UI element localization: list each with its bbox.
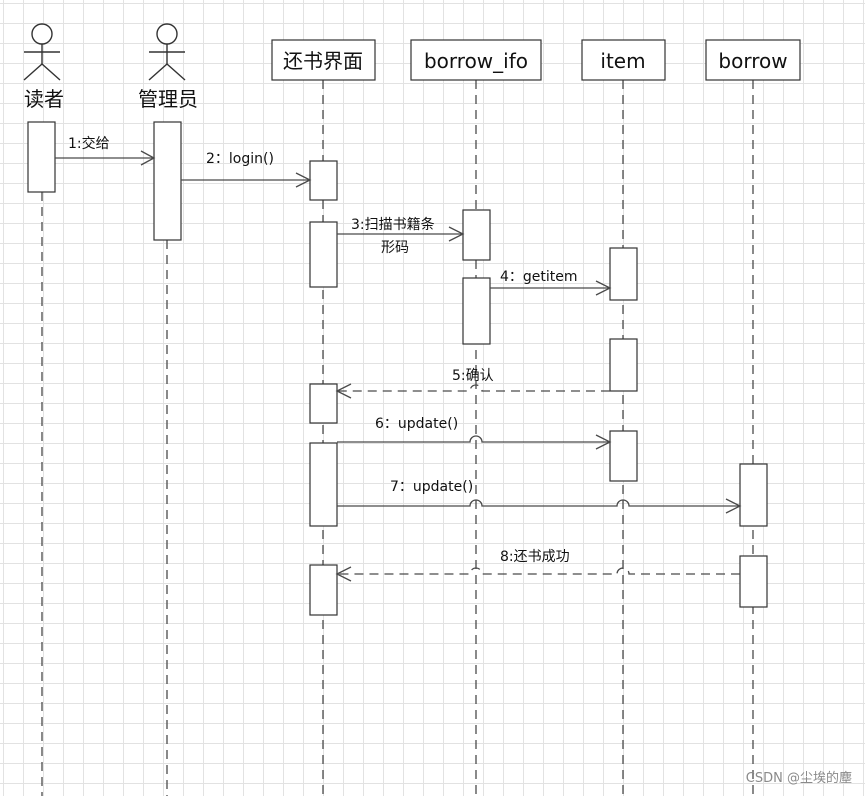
object-label-return-ui: 还书界面	[283, 49, 363, 73]
activation-bar	[309, 442, 338, 527]
message-label-5: 5:确认	[452, 368, 494, 384]
message-label-3b: 形码	[381, 240, 409, 256]
arrowhead-icon	[725, 498, 742, 514]
actor-head-icon	[31, 23, 53, 45]
object-label-borrow: borrow	[718, 49, 787, 73]
actor-reader[interactable]	[23, 23, 61, 81]
actor-label-admin: 管理员	[138, 87, 198, 111]
activation-bar	[153, 121, 182, 241]
message-label-2: 2：login()	[206, 151, 274, 167]
activation-bar	[309, 160, 338, 201]
object-label-borrow-info: borrow_ifo	[424, 49, 528, 73]
message-3[interactable]	[337, 226, 465, 242]
object-return-ui[interactable]: 还书界面	[271, 39, 376, 81]
message-label-6: 6：update()	[375, 416, 458, 432]
activation-bar	[309, 221, 338, 288]
activation-bar	[309, 564, 338, 616]
message-label-8: 8:还书成功	[500, 549, 570, 565]
message-6[interactable]	[337, 434, 612, 450]
activation-bar	[27, 121, 56, 193]
activation-bar	[462, 277, 491, 345]
arrowhead-icon	[595, 434, 612, 450]
activation-bar	[609, 247, 638, 301]
message-2[interactable]	[181, 172, 312, 188]
arrowhead-icon	[335, 383, 352, 399]
lifelines	[41, 80, 754, 796]
arrowhead-icon	[335, 566, 352, 582]
object-item[interactable]: item	[581, 39, 666, 81]
activation-bar	[609, 430, 638, 482]
object-borrow[interactable]: borrow	[705, 39, 801, 81]
activation-bar	[739, 555, 768, 608]
actor-admin[interactable]	[148, 23, 186, 81]
arrowhead-icon	[595, 280, 612, 296]
activation-bar	[609, 338, 638, 392]
message-label-3: 3:扫描书籍条	[351, 216, 435, 233]
arrowhead-icon	[140, 150, 156, 166]
object-borrow-info[interactable]: borrow_ifo	[410, 39, 542, 81]
message-label-4: 4：getitem	[500, 269, 578, 285]
message-label-7: 7：update()	[390, 479, 473, 495]
object-label-item: item	[600, 49, 645, 73]
watermark: CSDN @尘埃的塵	[746, 770, 852, 786]
activation-bar	[462, 209, 491, 261]
message-4[interactable]	[490, 280, 612, 296]
message-1[interactable]	[55, 150, 156, 166]
activations	[27, 121, 768, 616]
arrowhead-icon	[448, 226, 465, 242]
message-7[interactable]	[337, 498, 742, 514]
actor-head-icon	[156, 23, 178, 45]
activation-bar	[309, 383, 338, 424]
arrowhead-icon	[295, 172, 312, 188]
activation-bar	[739, 463, 768, 527]
actor-label-reader: 读者	[24, 87, 64, 111]
message-8[interactable]	[335, 566, 740, 582]
message-label-1: 1:交给	[68, 135, 110, 152]
message-5[interactable]	[335, 383, 610, 399]
